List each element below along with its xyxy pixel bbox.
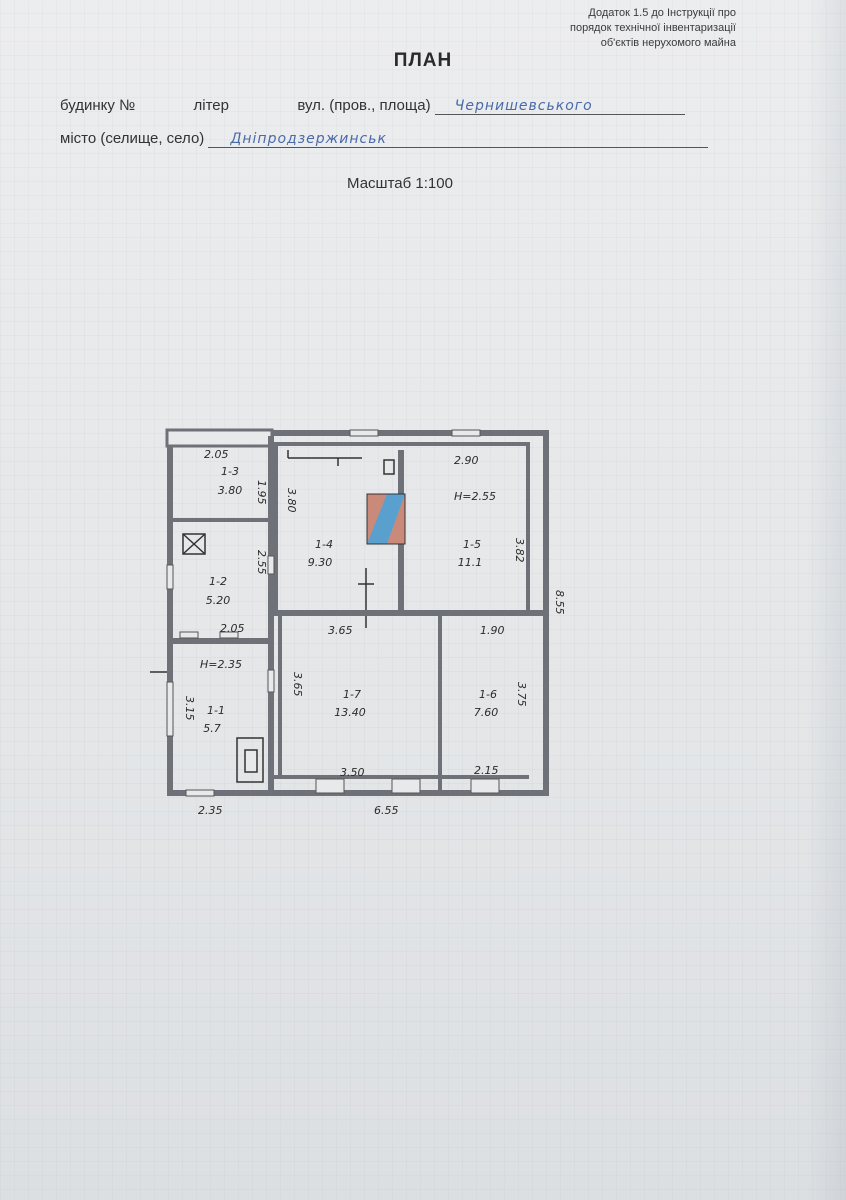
- appendix-line-3: об'єктів нерухомого майна: [600, 37, 736, 49]
- wall-bottom: [167, 790, 549, 796]
- dim-2-15: 2.15: [474, 764, 499, 777]
- appendix-note: Додаток 1.5 до Інструкції про порядок те…: [436, 6, 736, 51]
- window-top-1: [349, 429, 379, 437]
- address-line: будинку № літер вул. (пров., площа) Черн…: [60, 97, 685, 115]
- window-left-1: [166, 564, 174, 590]
- wall-main-left: [274, 442, 278, 612]
- window-bottom-3: [391, 778, 421, 794]
- window-bottom-4: [470, 778, 500, 794]
- room-labels: 1-3 3.80 1-2 5.20 1-1 5.7 1-4 9.30 1-5 1…: [203, 465, 498, 735]
- city-line: місто (селище, село) Дніпродзержинськ: [60, 130, 709, 148]
- room-1-5-area: 11.1: [458, 556, 483, 569]
- room-1-7-area: 13.40: [334, 706, 366, 719]
- chimney-icon: [182, 533, 206, 555]
- city-value: Дніпродзержинськ: [230, 131, 387, 147]
- stove-icon: [236, 737, 264, 783]
- street-value: Чернишевського: [454, 98, 593, 114]
- dim-1-95: 1.95: [255, 480, 268, 505]
- fixtures: [150, 450, 395, 783]
- dim-2-35-bottom: 2.35: [198, 804, 223, 817]
- door-opening-2: [219, 631, 239, 639]
- letter-label: літер: [193, 97, 229, 114]
- room-1-4-id: 1-4: [315, 538, 333, 551]
- annex-wall-top: [165, 428, 274, 448]
- window-left-2: [166, 681, 174, 737]
- paper-fold-shadow: [806, 0, 846, 1200]
- boiler-icon: [383, 459, 395, 475]
- wall-main-inner-bottom: [274, 775, 529, 779]
- room-1-1-id: 1-1: [207, 704, 225, 717]
- room-1-6-area: 7.60: [474, 706, 499, 719]
- wall-main-inner-top: [274, 442, 529, 446]
- window-bottom-1: [185, 789, 215, 797]
- house-label: будинку №: [60, 97, 136, 114]
- room-1-3-area: 3.80: [218, 484, 243, 497]
- wall-mid: [274, 610, 543, 616]
- dim-3-50: 3.50: [340, 766, 365, 779]
- appendix-line-1: Додаток 1.5 до Інструкції про: [588, 7, 736, 19]
- appendix-line-2: порядок технічної інвентаризації: [570, 22, 736, 34]
- door-opening-1: [179, 631, 199, 639]
- dim-3-82: 3.82: [513, 538, 526, 563]
- room-1-5-id: 1-5: [463, 538, 481, 551]
- room-1-2-id: 1-2: [209, 575, 227, 588]
- wall-right: [543, 430, 549, 796]
- dim-3-15: 3.15: [183, 696, 196, 721]
- room-1-6-id: 1-6: [479, 688, 497, 701]
- wall-left: [167, 430, 173, 796]
- dim-1-90: 1.90: [480, 624, 505, 637]
- dim-2-90: 2.90: [454, 454, 479, 467]
- room-1-7-id: 1-7: [343, 688, 361, 701]
- dimension-labels: 2.05 1.95 2.55 2.05 H=2.35 3.15 2.35 3.8…: [183, 448, 566, 817]
- window-annex-1-1: [267, 669, 275, 693]
- wall-1-7-left: [278, 616, 282, 778]
- room-1-2-area: 5.20: [206, 594, 231, 607]
- height-2-35: H=2.35: [200, 658, 242, 671]
- windows: [166, 429, 500, 797]
- wall-main-inner-right: [526, 442, 530, 612]
- floor-plan-drawing: 1-3 3.80 1-2 5.20 1-1 5.7 1-4 9.30 1-5 1…: [150, 428, 566, 817]
- window-bottom-2: [315, 778, 345, 794]
- scale-label: Масштаб 1:100: [347, 175, 453, 192]
- wall-annex-main: [268, 436, 274, 796]
- city-label: місто (селище, село): [60, 130, 205, 147]
- dim-2-55-left: 2.55: [255, 550, 268, 575]
- wall-1-3-1-2: [173, 518, 268, 522]
- dim-3-75: 3.75: [515, 682, 528, 707]
- dim-3-65-vert: 3.65: [291, 672, 304, 697]
- dim-6-55: 6.55: [374, 804, 399, 817]
- wall-1-7-1-6: [438, 616, 442, 792]
- dim-8-55: 8.55: [553, 590, 566, 615]
- room-1-1-area: 5.7: [203, 722, 221, 735]
- dim-2-05-mid: 2.05: [220, 622, 245, 635]
- room-1-3-id: 1-3: [221, 465, 239, 478]
- window-annex-1-2: [267, 555, 275, 575]
- height-2-55: H=2.55: [454, 490, 496, 503]
- street-label: вул. (пров., площа): [297, 97, 431, 114]
- page-title: ПЛАН: [393, 50, 453, 71]
- floor-plan: 1-3 3.80 1-2 5.20 1-1 5.7 1-4 9.30 1-5 1…: [140, 420, 600, 835]
- dim-3-65-mid: 3.65: [328, 624, 353, 637]
- colored-stove-icon: [366, 493, 406, 545]
- wall-1-2-1-1: [173, 638, 268, 644]
- dim-3-80: 3.80: [285, 488, 298, 513]
- room-1-4-area: 9.30: [308, 556, 333, 569]
- dim-2-05-top: 2.05: [204, 448, 229, 461]
- window-top-2: [451, 429, 481, 437]
